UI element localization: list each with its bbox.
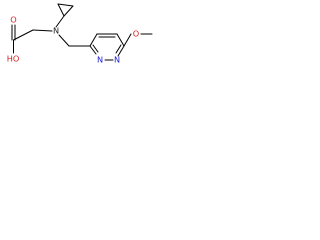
ring-bond-n1-c6 bbox=[117, 45, 125, 57]
ring-bond-c3-n2 bbox=[89, 45, 97, 55]
ring-bond-c6-c5 bbox=[116, 33, 125, 47]
atom-hydroxyl: HO bbox=[7, 54, 20, 64]
structure-canvas: O HO N N N O bbox=[0, 0, 164, 80]
cyclopropyl-bond-2 bbox=[57, 3, 74, 7]
atom-oxygen-methoxy: O bbox=[133, 29, 139, 39]
atom-oxygen-carbonyl: O bbox=[10, 15, 16, 25]
cyclopropyl-bond-3 bbox=[63, 5, 74, 17]
bond-ch2-n bbox=[32, 29, 53, 32]
atom-labels: O HO N N N O bbox=[7, 15, 140, 65]
bond-n-ch2-ring bbox=[58, 34, 70, 47]
ring-bond-c4-c3 bbox=[89, 33, 98, 47]
atom-nitrogen-ring-2: N bbox=[97, 55, 103, 65]
ring-bond-n1-c6-inner bbox=[115, 44, 122, 54]
bond-group bbox=[11, 3, 153, 61]
chemical-structure: O HO N N N O bbox=[7, 3, 153, 65]
bond-c6-o bbox=[123, 33, 132, 47]
cyclopropyl-bond-1 bbox=[57, 3, 65, 17]
bond-c-ch2 bbox=[13, 29, 34, 41]
atom-nitrogen-amine: N bbox=[53, 26, 59, 36]
ring-bond-c3-n2-inner bbox=[92, 44, 99, 53]
bond-n-cyclopropyl bbox=[55, 15, 65, 28]
atom-nitrogen-ring-1: N bbox=[114, 55, 120, 65]
